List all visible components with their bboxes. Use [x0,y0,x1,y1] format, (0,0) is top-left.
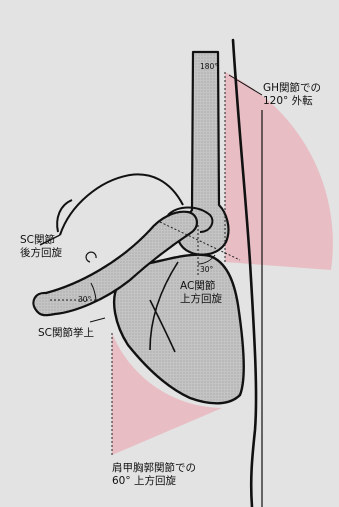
sc-elevation-angle-label: 30° [78,295,91,304]
gh-abduction-label-line2: 120° 外転 [263,95,321,108]
scapulothoracic-rotation-label: 肩甲胸郭関節での 60° 上方回旋 [112,462,196,488]
sc-elevation-leader [90,318,105,322]
ac-angle-label: 30° [200,265,213,274]
sc-retraction-label-line1: SC関節 [20,234,62,247]
sc-elevation-label: SC関節挙上 [38,327,94,340]
ac-rotation-label: AC関節 上方回旋 [180,280,222,306]
scapulothoracic-label-line2: 60° 上方回旋 [112,475,196,488]
gh-abduction-label: GH関節での 120° 外転 [263,82,321,108]
sc-retraction-label: SC関節 後方回旋 [20,234,62,260]
ac-rotation-label-line1: AC関節 [180,280,222,293]
angle-180-label: 180° [200,62,218,71]
ac-rotation-label-line2: 上方回旋 [180,293,222,306]
sc-retraction-arrow-icon [86,252,96,262]
scapulothoracic-label-line1: 肩甲胸郭関節での [112,462,196,475]
sc-retraction-label-line2: 後方回旋 [20,247,62,260]
gh-abduction-label-line1: GH関節での [263,82,321,95]
